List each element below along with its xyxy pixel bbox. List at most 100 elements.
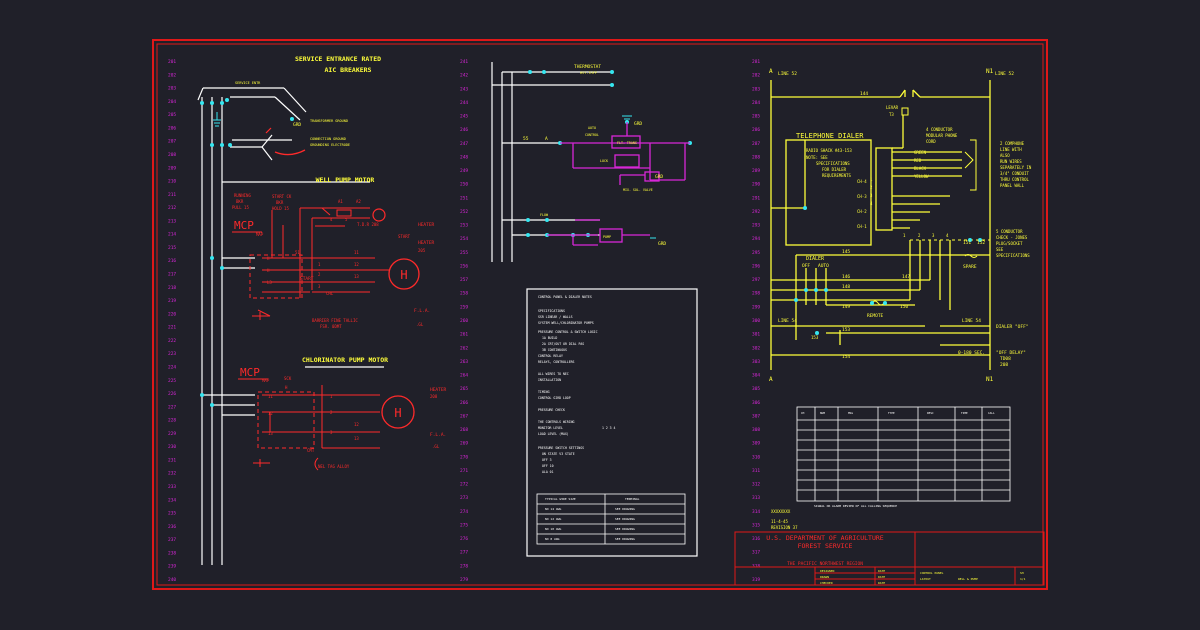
svg-text:PRESSURE SWITCH SETTINGS: PRESSURE SWITCH SETTINGS <box>538 446 584 450</box>
ladder-number: 277 <box>460 550 468 556</box>
wire-150: 150 <box>900 304 908 310</box>
svg-text:2: 2 <box>318 272 321 277</box>
ladder-number: 301 <box>752 332 760 338</box>
svg-text:SEE DRAWING: SEE DRAWING <box>615 537 635 541</box>
ladder-number: 311 <box>752 468 760 474</box>
ladder-number: 213 <box>168 218 176 224</box>
ladder-number: 270 <box>460 454 468 460</box>
drawing-border-outer <box>152 39 1048 590</box>
dialer-note-4: REQUIREMENTS <box>822 173 851 178</box>
ladder-number: 232 <box>168 471 176 477</box>
ladder-number: 212 <box>168 205 176 211</box>
ladder-number: 237 <box>168 537 176 543</box>
title-block: U.S. DEPARTMENT OF AGRICULTURE FOREST SE… <box>734 531 1045 586</box>
five-conductor-line: CHECK - JONES <box>996 235 1028 240</box>
ladder-number: 296 <box>752 263 760 269</box>
svg-text:3: 3 <box>870 193 873 198</box>
wire-144: 144 <box>860 91 868 97</box>
dialer-note-3: FOR DIALER <box>822 167 847 172</box>
ladder-number: 267 <box>460 413 468 419</box>
svg-text:TYPICAL WIRE SIZE: TYPICAL WIRE SIZE <box>545 497 576 501</box>
svg-text:CONTROL PANEL & DIALER NOTES: CONTROL PANEL & DIALER NOTES <box>538 295 592 299</box>
ladder-number: 217 <box>168 272 176 278</box>
svg-text:DRAWN: DRAWN <box>820 575 829 579</box>
ladder-number: 207 <box>168 139 176 145</box>
dialer-channel-label: CH-4 <box>857 179 867 184</box>
ladder-number: 289 <box>752 168 760 174</box>
wire-color-label: YELLOW <box>914 174 929 179</box>
chlorinator-motor-label: H <box>394 406 401 420</box>
svg-text:PRESSURE CHECK: PRESSURE CHECK <box>538 408 565 412</box>
thermostat-label: THERMOSTAT <box>574 64 601 70</box>
ladder-number: 303 <box>752 359 760 365</box>
svg-text:4: 4 <box>946 233 949 238</box>
svg-text:PUMP: PUMP <box>603 235 611 239</box>
five-conductor-line: SEE <box>996 247 1004 252</box>
ladder-number: 284 <box>752 100 760 106</box>
mcp-label-1: MCP <box>234 219 254 232</box>
svg-text:SEE DRAWING: SEE DRAWING <box>615 517 635 521</box>
svg-text:A1: A1 <box>338 199 343 204</box>
svg-text:1: 1 <box>330 394 333 399</box>
svg-text:RUNNING: RUNNING <box>234 193 251 198</box>
corner-a-top: A <box>769 68 773 75</box>
ladder-number: 274 <box>460 509 468 515</box>
conductor-note-1: 4 CONDUCTOR <box>926 127 953 132</box>
svg-text:ALA 01: ALA 01 <box>542 470 554 474</box>
svg-text:FSR. 0DMT: FSR. 0DMT <box>320 324 342 329</box>
svg-text:ALL WIRES TO NEC: ALL WIRES TO NEC <box>538 372 569 376</box>
ladder-number: 245 <box>460 114 468 120</box>
ladder-number: 278 <box>460 563 468 569</box>
svg-text:1A BUILD: 1A BUILD <box>542 336 557 340</box>
svg-text:3B CONTINUOUS: 3B CONTINUOUS <box>542 348 567 352</box>
phone-note-line: PANEL WALL <box>1000 183 1025 188</box>
ladder-number: 308 <box>752 427 760 433</box>
ladder-number: 290 <box>752 182 760 188</box>
left-title-line2: AIC BREAKERS <box>325 66 372 74</box>
svg-text:3: 3 <box>330 430 333 435</box>
ladder-number: 211 <box>168 192 176 198</box>
svg-text:SCK: SCK <box>284 376 292 381</box>
svg-text:START CK: START CK <box>272 194 292 199</box>
ladder-number: 260 <box>460 318 468 324</box>
ladder-number: 276 <box>460 536 468 542</box>
five-conductor-line: PLUG/SOCKET <box>996 241 1023 246</box>
ladder-number: 313 <box>752 495 760 501</box>
grd-label-mid-2: GRD <box>655 174 663 180</box>
ladder-number: 218 <box>168 285 176 291</box>
svg-text:SPECIFICATIONS: SPECIFICATIONS <box>538 309 565 313</box>
svg-text:HOLD 15: HOLD 15 <box>272 206 289 211</box>
start-label: START <box>300 276 314 282</box>
ladder-number: 286 <box>752 127 760 133</box>
svg-text:11: 11 <box>268 394 273 399</box>
ladder-number: 288 <box>752 154 760 160</box>
wire-145: 145 <box>842 249 850 255</box>
ladder-number: 249 <box>460 168 468 174</box>
ladder-number: 215 <box>168 245 176 251</box>
ladder-numbers-left: 2012022032042052062072082092102112122132… <box>168 59 176 583</box>
svg-text:MSG: MSG <box>848 411 853 415</box>
ladder-number: 244 <box>460 100 468 106</box>
svg-text:4: 4 <box>870 201 873 206</box>
ladder-number: 258 <box>460 291 468 297</box>
svg-text:ON STATE V3 STATE: ON STATE V3 STATE <box>542 452 575 456</box>
ladder-number: 242 <box>460 73 468 79</box>
ladder-number: 241 <box>460 59 468 65</box>
svg-text:1: 1 <box>870 177 873 182</box>
svg-text:153: 153 <box>811 335 819 340</box>
ladder-number: 235 <box>168 511 176 517</box>
svg-text:FLOW: FLOW <box>540 213 548 217</box>
ladder-number: 210 <box>168 179 176 185</box>
svg-text:205: 205 <box>418 248 426 253</box>
heater-label-3: HEATER <box>430 387 447 393</box>
auto-label: AUTO <box>818 263 829 269</box>
ladder-number: 219 <box>168 298 176 304</box>
dialer-model: RADIO SHACK #43-153 <box>806 148 852 153</box>
ladder-number: 226 <box>168 391 176 397</box>
corner-n1-top: N1 <box>986 68 994 75</box>
svg-text:RELAYS, CONTROLLERS: RELAYS, CONTROLLERS <box>538 360 575 364</box>
svg-text:SERVICE ENTR: SERVICE ENTR <box>235 81 261 85</box>
ladder-numbers-middle: 2412422432442452462472482492502512522532… <box>460 59 468 583</box>
telephone-dialer-title: TELEPHONE DIALER <box>796 132 864 140</box>
